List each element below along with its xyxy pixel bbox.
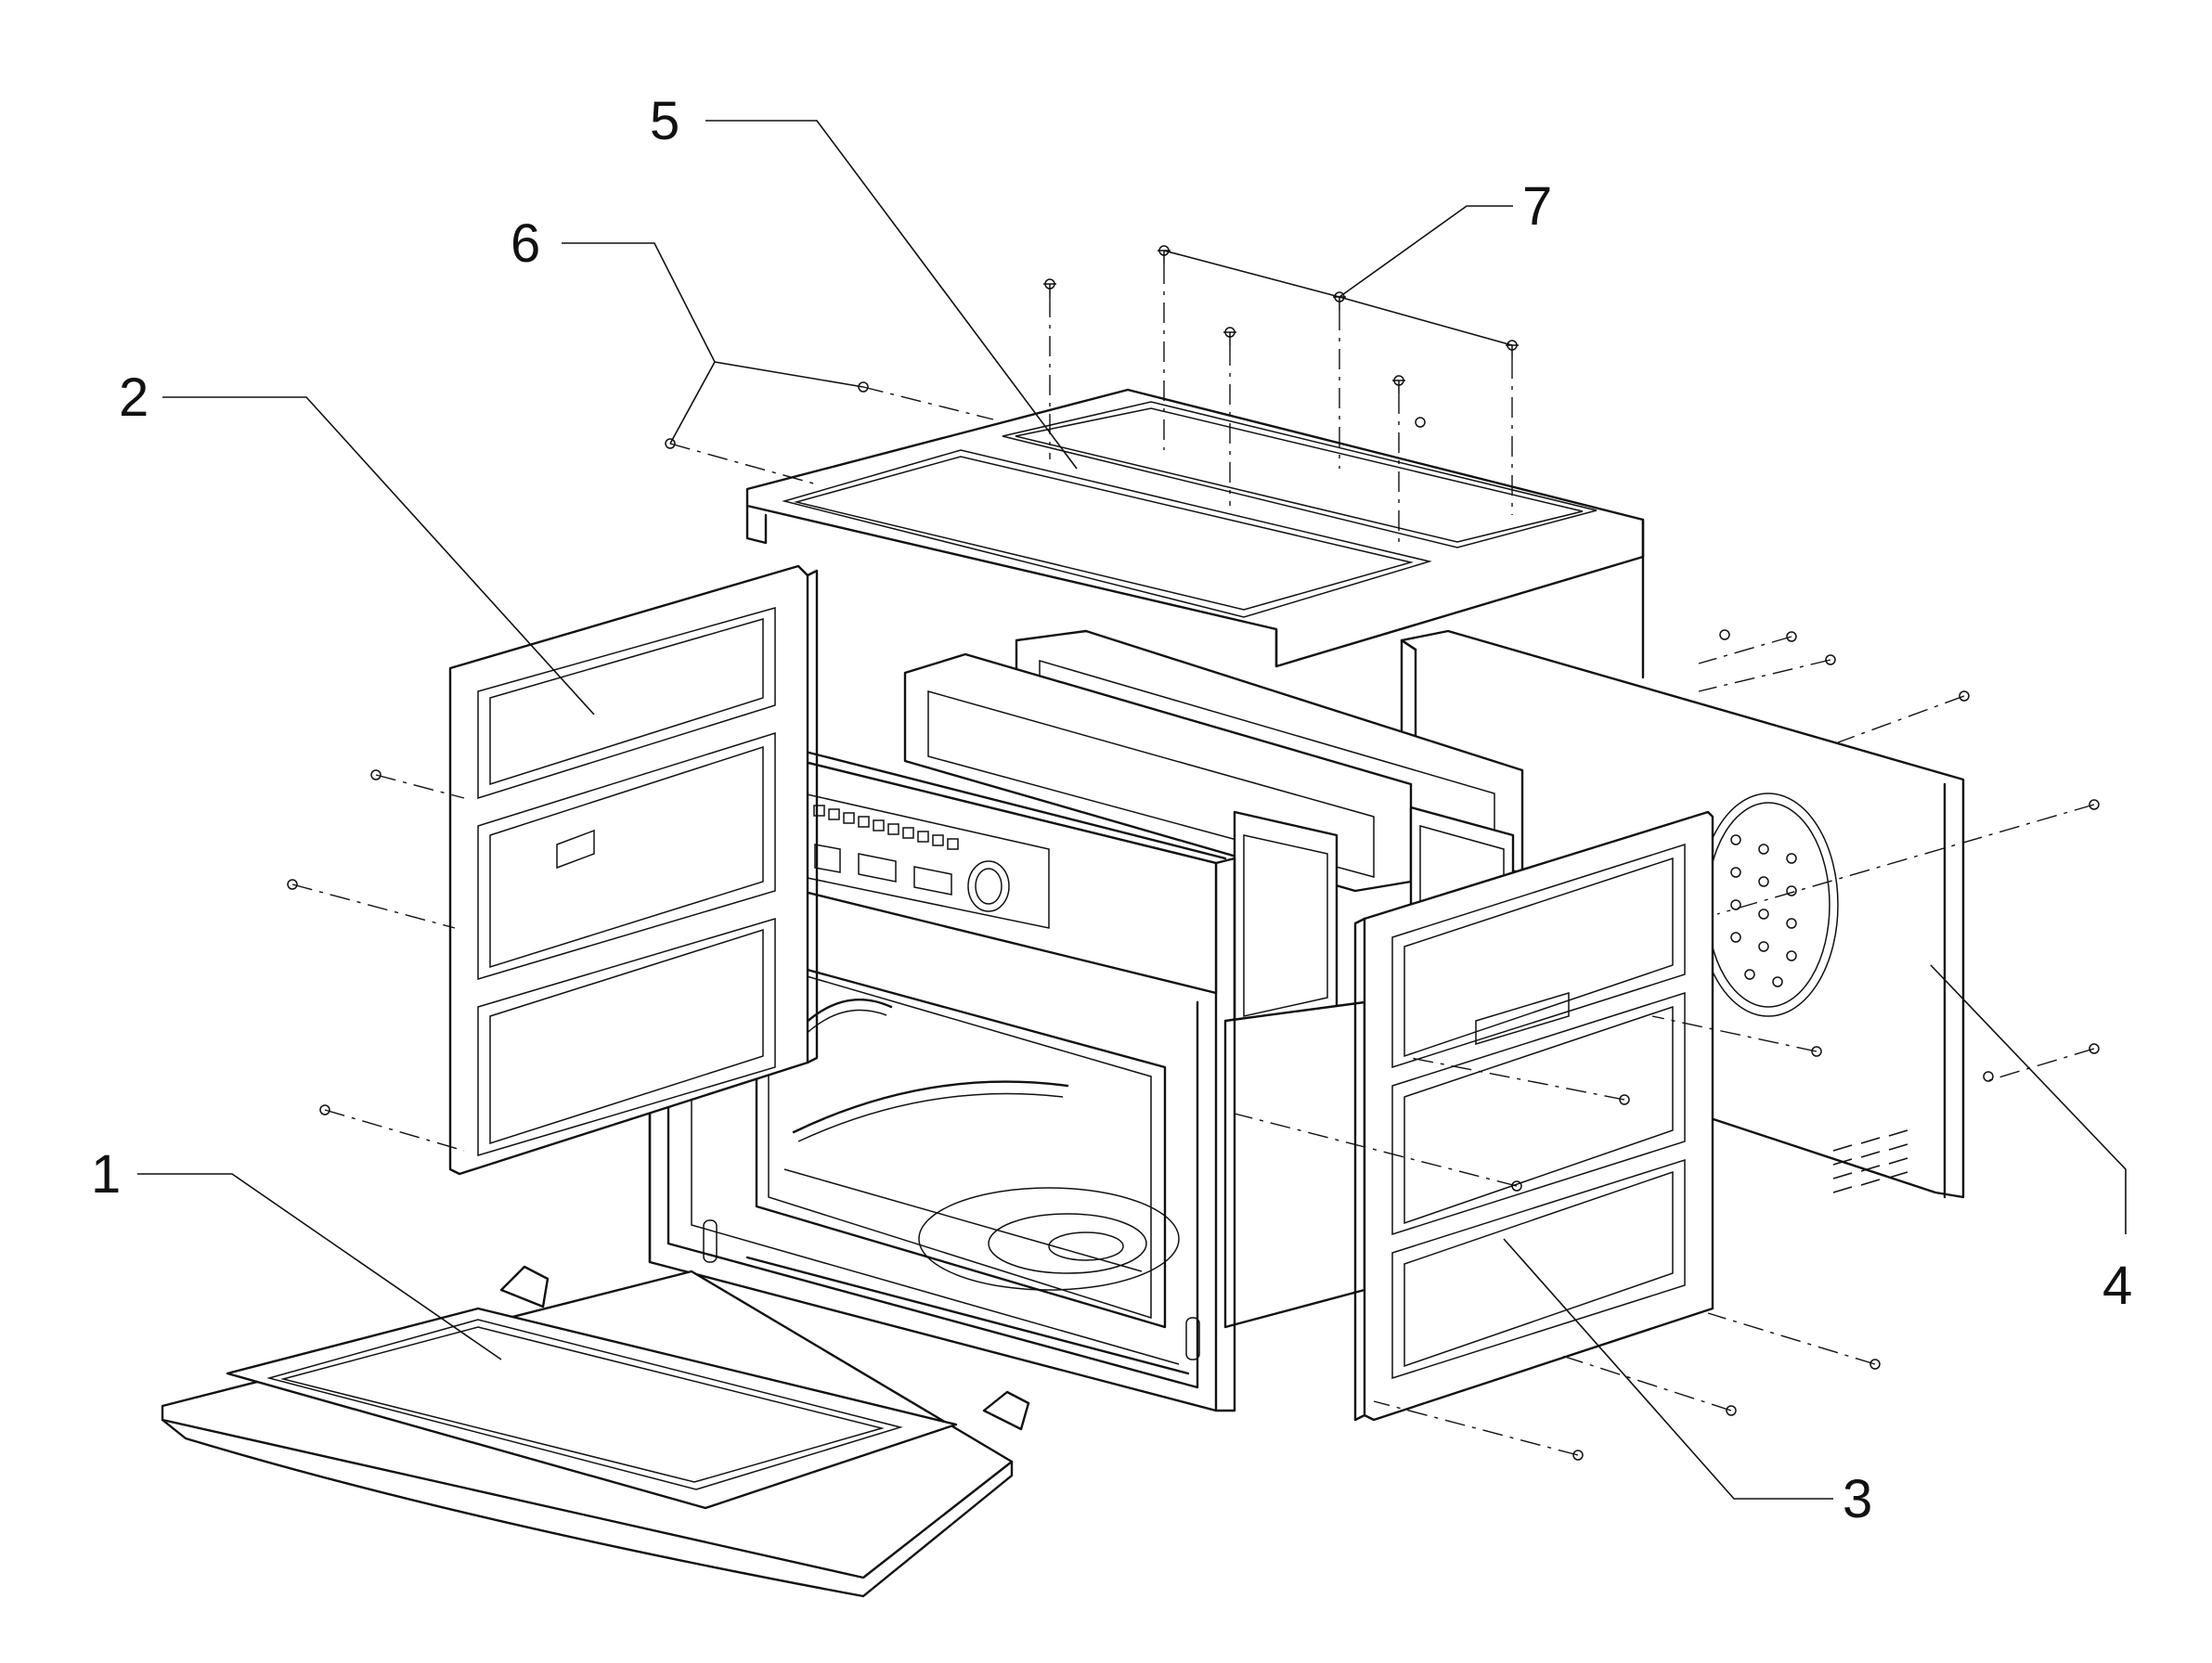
screw-rear-4 [1959, 690, 1970, 702]
screw-rear-5 [2089, 799, 2100, 810]
screw-top-right [1415, 417, 1426, 428]
callout-7: 7 [1522, 176, 1552, 237]
screws [287, 245, 2100, 1461]
oven-door [161, 1265, 1030, 1598]
leader-1 [137, 1173, 502, 1360]
leader-6 [562, 242, 864, 445]
screw-left-2 [287, 879, 298, 890]
screw-rear-8 [1811, 1046, 1822, 1057]
vent-slots [1832, 1129, 1908, 1193]
leader-3 [1503, 1238, 1833, 1500]
leader-4 [1930, 964, 2127, 1234]
screw-6b [665, 438, 676, 449]
leader-7 [1163, 205, 1513, 346]
screw-left-3 [319, 1104, 330, 1115]
fan-holes [1730, 834, 1797, 987]
screw-bottom-1 [1869, 1359, 1881, 1370]
callout-2: 2 [119, 367, 149, 428]
leader-2 [162, 396, 595, 715]
screw-side-2 [1511, 1180, 1522, 1192]
callout-4: 4 [2102, 1256, 2132, 1316]
left-side-panel [448, 564, 819, 1176]
internal-assembly [903, 629, 1524, 1032]
callout-1: 1 [91, 1144, 121, 1205]
screw-rear-3 [1825, 654, 1836, 665]
callout-3: 3 [1843, 1469, 1872, 1529]
screw-rear-1 [1719, 629, 1730, 640]
screw-side-1 [1619, 1094, 1630, 1105]
screw-6a [858, 381, 869, 393]
right-side-panel [1353, 810, 1714, 1422]
leader-lines [137, 120, 2127, 1500]
assembly-lines [291, 264, 2095, 1456]
leader-5 [705, 120, 1078, 470]
top-panel [745, 388, 1645, 679]
screw-rear-7 [1983, 1071, 1994, 1082]
screw-rear-6 [2089, 1043, 2100, 1054]
screw-left-1 [370, 769, 382, 780]
screw-rear-2 [1786, 631, 1797, 642]
top-screws-7 [1043, 245, 1519, 393]
screw-bottom-3 [1572, 1450, 1584, 1461]
callout-5: 5 [650, 91, 679, 151]
callout-6: 6 [511, 213, 540, 274]
callout-numbers: 1 2 3 4 5 6 7 [91, 91, 2132, 1529]
screw-bottom-2 [1726, 1405, 1737, 1416]
